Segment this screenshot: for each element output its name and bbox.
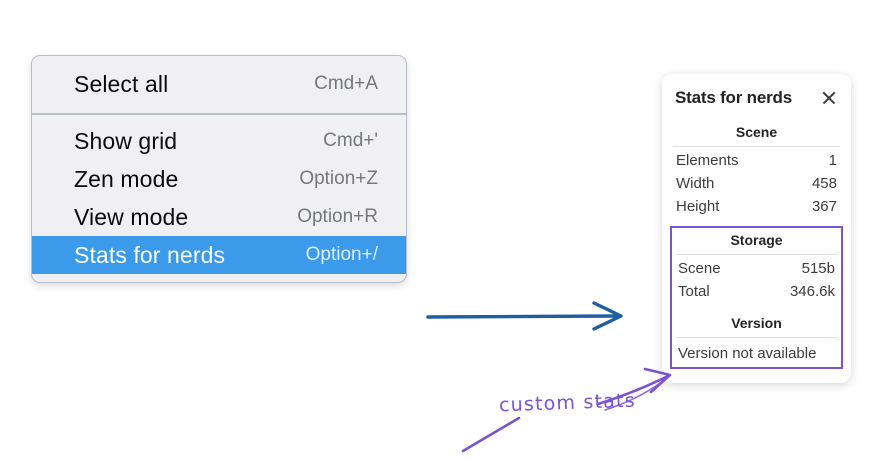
flow-arrow-icon [426,301,623,331]
menu-item-shortcut: Option+R [297,206,378,227]
stat-value: 1 [828,152,837,169]
callout-arrow-lower-icon [461,416,521,453]
version-text: Version not available [678,345,817,362]
stat-row-storage-total: Total 346.6k [675,280,838,303]
context-menu[interactable]: Select all Cmd+A Show grid Cmd+' Zen mod… [31,55,407,283]
menu-item-zen-mode[interactable]: Zen mode Option+Z [32,160,406,198]
stat-label: Width [676,175,715,192]
stat-row-storage-scene: Scene 515b [675,257,838,280]
section-heading-storage: Storage [675,228,838,255]
menu-group-view: Show grid Cmd+' Zen mode Option+Z View m… [32,115,406,282]
stats-for-nerds-panel: Stats for nerds Scene Elements 1 Width 4… [662,74,851,383]
menu-item-label: Stats for nerds [74,241,226,268]
stat-value: 367 [811,198,837,215]
section-heading-version: Version [675,311,838,338]
stat-row-elements: Elements 1 [673,149,840,172]
stat-row-width: Width 458 [673,172,840,195]
annotation-label-custom-stats: custom stats [498,389,637,417]
menu-item-shortcut: Option+Z [299,168,378,189]
stat-label: Elements [676,152,739,169]
menu-item-label: Show grid [74,127,178,154]
menu-item-label: Select all [74,70,169,97]
menu-item-shortcut: Cmd+A [314,73,378,94]
section-heading-scene: Scene [673,122,840,147]
menu-item-label: Zen mode [74,165,179,192]
stat-value: 346.6k [789,283,835,300]
menu-item-view-mode[interactable]: View mode Option+R [32,198,406,236]
close-icon[interactable] [820,89,838,107]
stat-label: Scene [678,260,721,277]
menu-item-stats-for-nerds[interactable]: Stats for nerds Option+/ [32,236,406,274]
menu-item-show-grid[interactable]: Show grid Cmd+' [32,122,406,160]
stat-label: Height [676,198,720,215]
stat-value: 515b [801,260,835,277]
panel-header: Stats for nerds [673,86,840,108]
menu-item-label: View mode [74,203,189,230]
panel-title: Stats for nerds [675,88,792,107]
menu-item-shortcut: Cmd+' [323,130,378,151]
stat-label: Total [678,283,710,300]
stat-value: 458 [811,175,837,192]
custom-stats-highlight-box: Storage Scene 515b Total 346.6k Version … [670,226,843,369]
stat-row-height: Height 367 [673,195,840,218]
menu-group-primary: Select all Cmd+A [32,56,406,115]
menu-item-select-all[interactable]: Select all Cmd+A [32,65,406,103]
menu-item-shortcut: Option+/ [305,244,378,265]
